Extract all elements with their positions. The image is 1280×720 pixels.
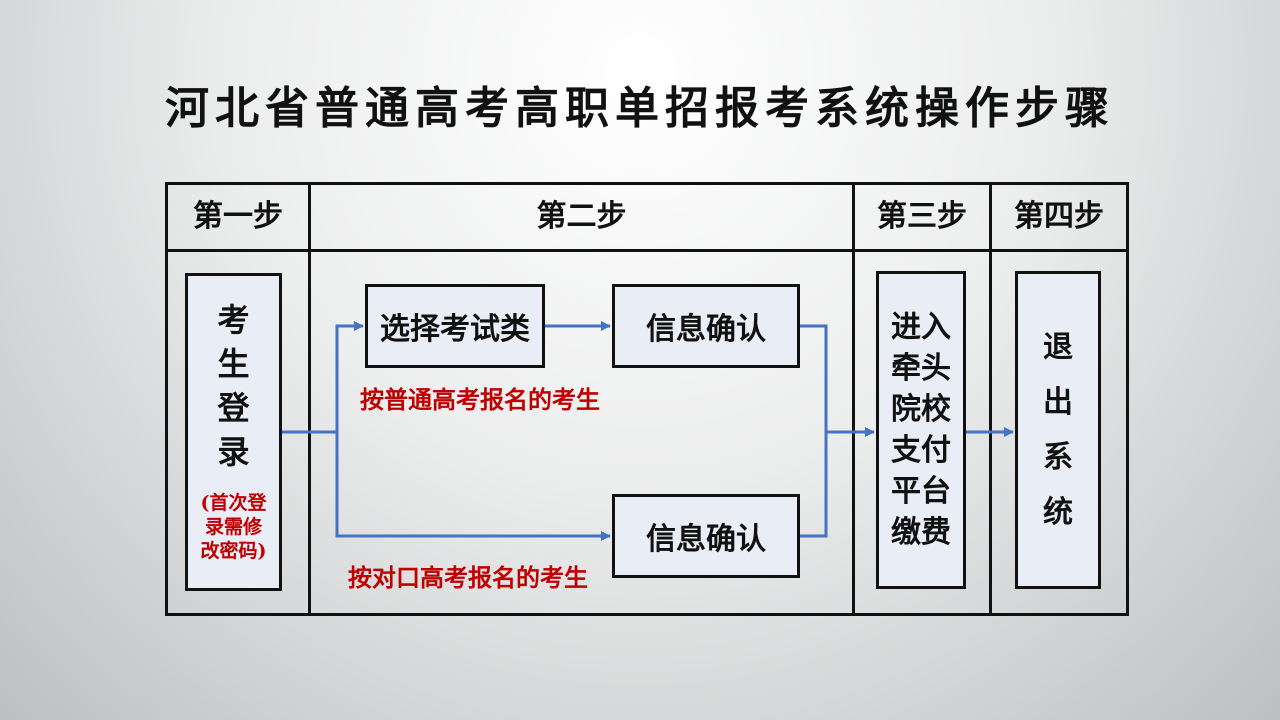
payment-box: 进入 牵头 院校 支付 平台 缴费 bbox=[876, 271, 966, 589]
header-divider bbox=[168, 249, 1126, 252]
arrow-to-select-exam bbox=[335, 321, 364, 432]
confirm-info-box-bottom: 信息确认 bbox=[612, 494, 800, 578]
login-note: (首次登 录需修 改密码) bbox=[200, 492, 267, 562]
column-divider bbox=[852, 185, 855, 613]
exit-label: 退 出 系 统 bbox=[1043, 330, 1073, 530]
arrow-confirm-bottom-out bbox=[800, 432, 828, 538]
header-step-3: 第三步 bbox=[877, 199, 967, 234]
header-step-2: 第二步 bbox=[536, 199, 627, 234]
header-step-1: 第一步 bbox=[193, 199, 283, 234]
select-exam-box: 选择考试类 bbox=[365, 284, 545, 368]
arrow-to-confirm-bottom bbox=[335, 432, 611, 541]
steps-table: 第一步 第二步 第三步 第四步 bbox=[165, 182, 1129, 616]
caption-vocational-exam: 按对口高考报名的考生 bbox=[348, 563, 588, 592]
page-title: 河北省普通高考高职单招报考系统操作步骤 bbox=[165, 83, 1115, 134]
arrow-confirm-top-out bbox=[800, 324, 828, 432]
column-divider bbox=[989, 185, 992, 613]
header-step-4: 第四步 bbox=[1014, 199, 1104, 234]
login-box: 考 生 登 录 (首次登 录需修 改密码) bbox=[185, 273, 282, 591]
confirm-info-box-top: 信息确认 bbox=[612, 284, 800, 368]
payment-label: 进入 牵头 院校 支付 平台 缴费 bbox=[891, 310, 951, 550]
caption-general-exam: 按普通高考报名的考生 bbox=[360, 385, 600, 414]
column-divider bbox=[308, 185, 311, 613]
exit-box: 退 出 系 统 bbox=[1015, 271, 1101, 589]
login-label: 考 生 登 录 bbox=[217, 301, 250, 471]
